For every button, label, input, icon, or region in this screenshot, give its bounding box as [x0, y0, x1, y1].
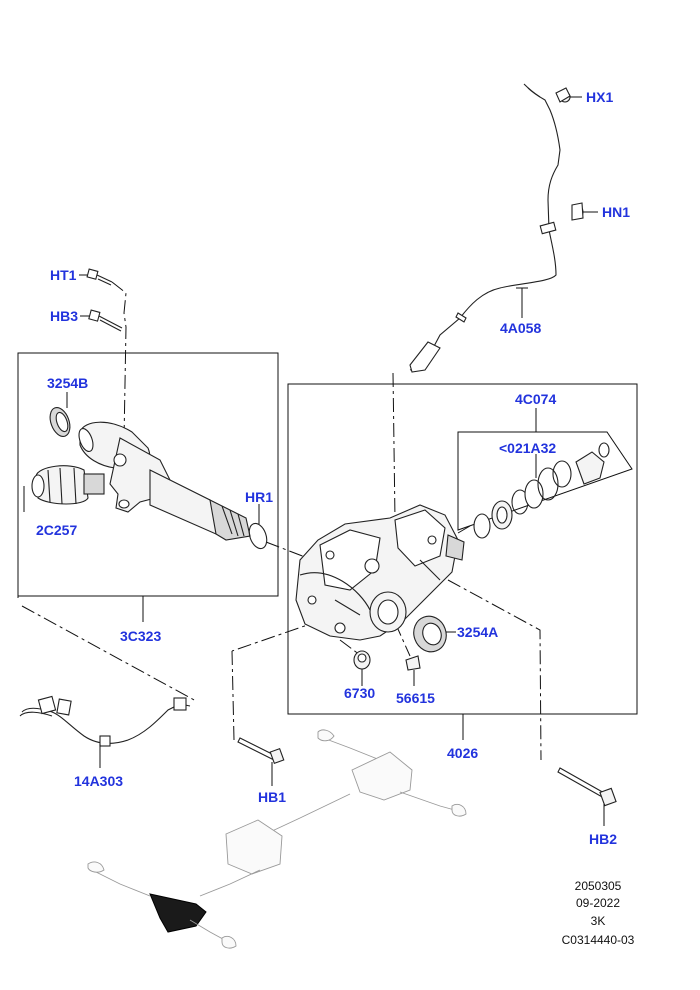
clip-hn1: [571, 202, 598, 221]
bolt-hb3: [80, 309, 123, 332]
footer-line-4: C0314440-03: [562, 933, 635, 947]
callout-hr1[interactable]: HR1: [245, 489, 273, 505]
assembly-lines: [21, 281, 542, 761]
clip-hx1: [555, 87, 582, 103]
bolt-hb2: [557, 767, 617, 826]
callout-hb1[interactable]: HB1: [258, 789, 286, 805]
group-box-4026: [287, 383, 638, 740]
harness-14a303: [19, 695, 191, 768]
footer-line-3: 3K: [591, 914, 606, 928]
seal-3254a: [413, 615, 456, 653]
callout-hn1[interactable]: HN1: [602, 204, 630, 220]
callout-hb3[interactable]: HB3: [50, 308, 78, 324]
group-box-4c074: [457, 408, 633, 531]
callout-4a058[interactable]: 4A058: [500, 320, 541, 336]
driveshaft-assembly: [78, 421, 251, 541]
callout-labels: HX1 HN1 HT1 HB3 4A058 3254B HR1 2C257 3C…: [36, 89, 630, 847]
callout-2c257[interactable]: 2C257: [36, 522, 77, 538]
bushing-6730: [353, 650, 371, 686]
bolt-hb1: [237, 737, 285, 786]
actuator-2c257: [23, 465, 105, 512]
footer-line-2: 09-2022: [576, 896, 620, 910]
callout-hb2[interactable]: HB2: [589, 831, 617, 847]
callout-14a303[interactable]: 14A303: [74, 773, 123, 789]
internal-parts-4c074: [473, 442, 610, 539]
callout-3254a[interactable]: 3254A: [457, 624, 498, 640]
footer-reference: 2050305 09-2022 3K C0314440-03: [562, 879, 635, 947]
callout-3c323[interactable]: 3C323: [120, 628, 161, 644]
callout-021a32[interactable]: <021A32: [499, 440, 556, 456]
transfer-case-4026: [295, 504, 465, 641]
callout-hx1[interactable]: HX1: [586, 89, 613, 105]
vent-hose-4a058: [409, 83, 561, 373]
callout-3254b[interactable]: 3254B: [47, 375, 88, 391]
bolt-ht1: [79, 268, 113, 286]
callout-56615[interactable]: 56615: [396, 690, 435, 706]
callout-ht1[interactable]: HT1: [50, 267, 77, 283]
group-box-3c323: [17, 352, 279, 622]
callout-6730[interactable]: 6730: [344, 685, 375, 701]
callout-4026[interactable]: 4026: [447, 745, 478, 761]
drivetrain-overview: [87, 729, 467, 949]
plug-56615: [405, 655, 421, 686]
seal-3254b: [49, 392, 71, 437]
callout-4c074[interactable]: 4C074: [515, 391, 556, 407]
circlip-hr1: [248, 504, 268, 550]
footer-line-1: 2050305: [575, 879, 622, 893]
